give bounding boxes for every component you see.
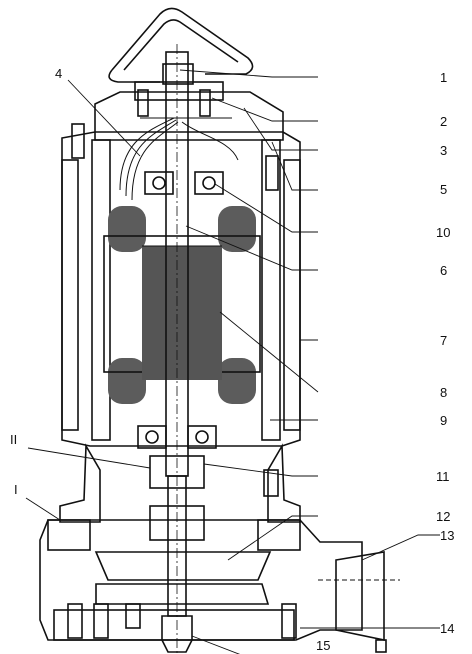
leader-11 <box>203 463 318 477</box>
rotor <box>142 245 222 380</box>
leader-I <box>25 497 61 521</box>
leader-13 <box>361 534 440 561</box>
callout-3: 3 <box>440 143 447 158</box>
leader-2 <box>211 97 318 122</box>
leader-lines <box>25 69 440 654</box>
pump-casing <box>39 519 363 641</box>
leader-6 <box>185 225 318 271</box>
callout-2: 2 <box>440 114 447 129</box>
impeller-nut <box>161 615 193 653</box>
lifting-handle <box>108 7 254 83</box>
motor-housing <box>61 131 301 447</box>
callout-9: 9 <box>440 413 447 428</box>
callout-15: 15 <box>316 638 330 653</box>
leader-4 <box>67 79 141 157</box>
callout-I: I <box>14 482 18 497</box>
callout-10: 10 <box>436 225 450 240</box>
leader-5 <box>271 141 318 191</box>
stator-windings <box>108 206 256 404</box>
leader-10 <box>214 183 318 233</box>
callout-1: 1 <box>440 70 447 85</box>
callout-labels: 1 2 3 4 5 6 7 8 9 10 11 12 13 14 15 I II <box>10 66 454 653</box>
base-suction-cover <box>53 603 297 641</box>
leader-15 <box>191 635 241 654</box>
oil-chamber-housing <box>59 443 301 523</box>
callout-8: 8 <box>440 385 447 400</box>
leader-II <box>27 447 151 469</box>
top-bolts <box>71 89 279 191</box>
upper-bearing <box>144 171 224 195</box>
callout-II: II <box>10 432 17 447</box>
callout-12: 12 <box>436 509 450 524</box>
discharge-flange <box>318 551 400 653</box>
callout-4: 4 <box>55 66 62 81</box>
impeller <box>94 551 272 605</box>
lower-bearing <box>137 425 217 449</box>
callout-7: 7 <box>440 333 447 348</box>
callout-13: 13 <box>440 528 454 543</box>
callout-11: 11 <box>436 469 450 484</box>
leader-8 <box>219 311 319 393</box>
leader-12 <box>227 515 318 561</box>
leader-1 <box>179 69 318 78</box>
callout-5: 5 <box>440 182 447 197</box>
callout-6: 6 <box>440 263 447 278</box>
leader-3 <box>243 107 318 151</box>
callout-14: 14 <box>440 621 454 636</box>
